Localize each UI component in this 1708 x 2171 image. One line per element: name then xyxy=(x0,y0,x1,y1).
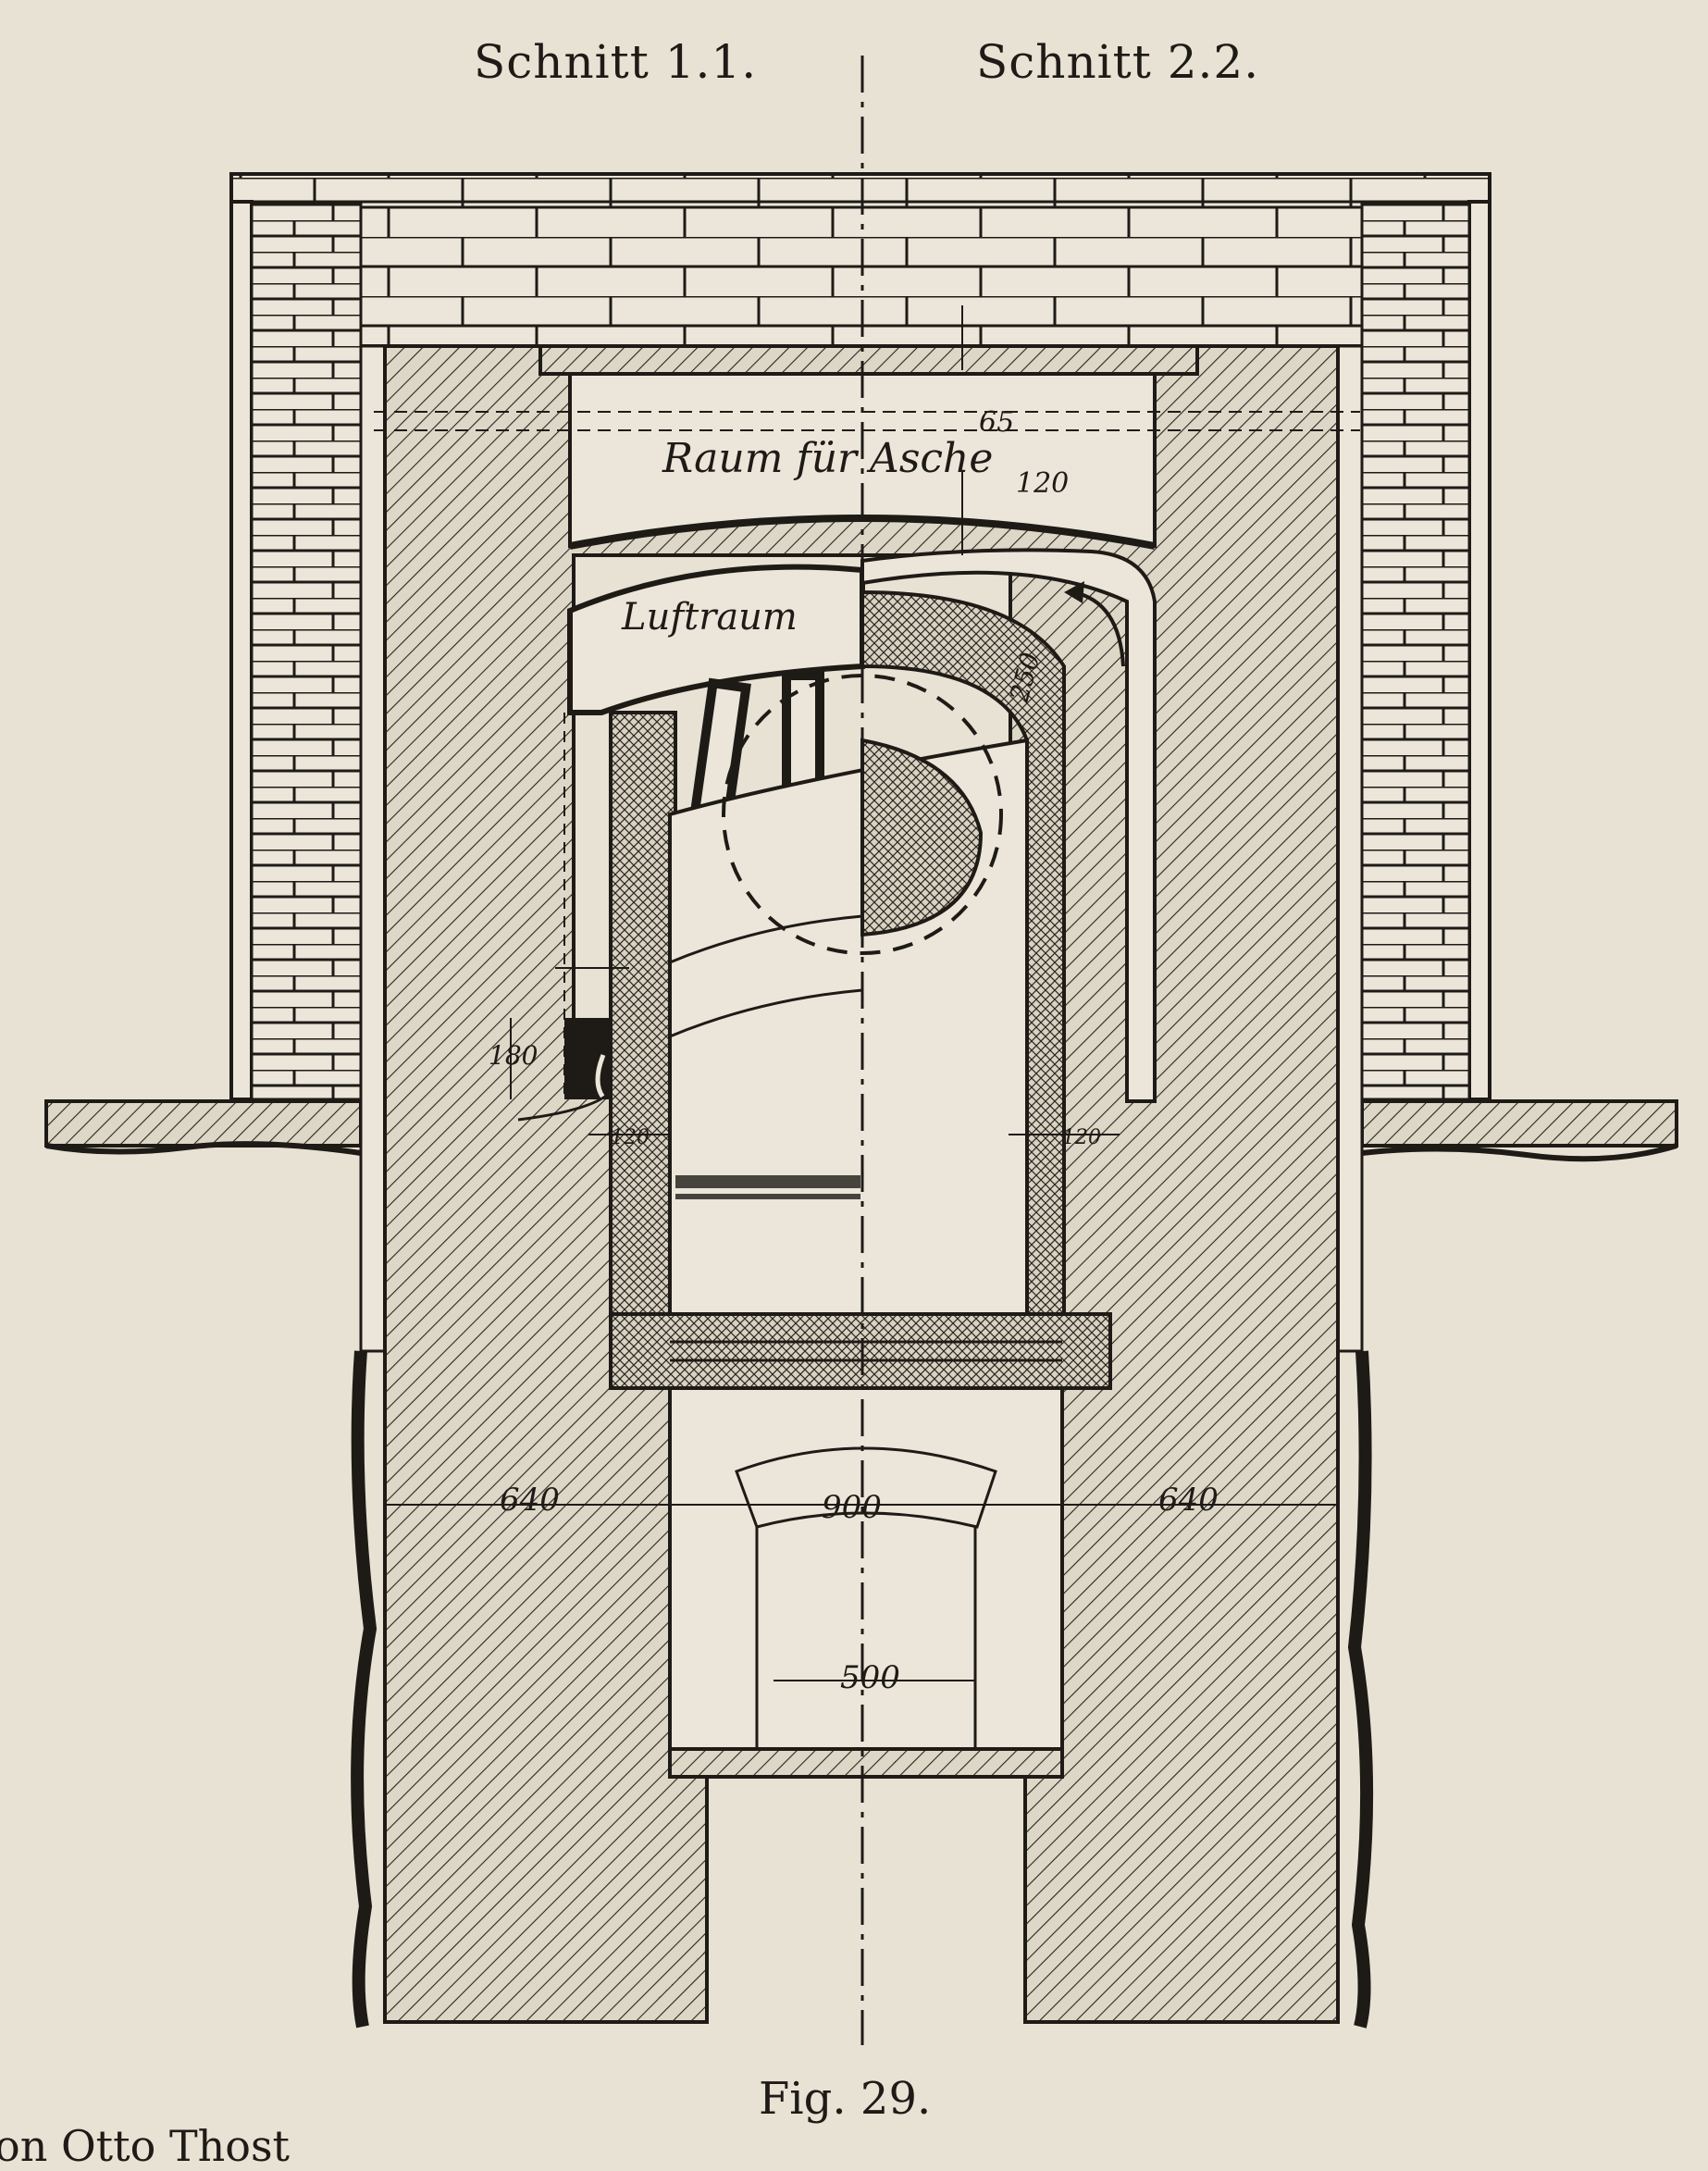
refractory-lining xyxy=(609,589,1112,1390)
fire-chamber xyxy=(668,674,1029,1316)
earth-edge-right xyxy=(1347,1350,1374,2028)
jacket-left xyxy=(359,344,387,1353)
dim-left-small: 120 xyxy=(611,1126,650,1149)
ash-space-label: Raum für Asche xyxy=(662,435,993,482)
ground-line xyxy=(44,1099,1678,1162)
section-heading-1-1: Schnitt 1.1. xyxy=(474,35,758,89)
section-heading-2-2: Schnitt 2.2. xyxy=(976,35,1260,89)
dimension-lines xyxy=(385,305,1338,1681)
brick-wall-left xyxy=(229,200,363,1101)
figure-caption: Fig. 29. xyxy=(759,2073,932,2125)
footer-text: on Otto Thost xyxy=(0,2121,291,2171)
jacket-right xyxy=(1336,344,1364,1353)
side-opening xyxy=(517,1018,613,1122)
dim-180: 180 xyxy=(489,1040,538,1071)
earth-edge-left xyxy=(351,1350,377,2028)
dim-right-small: 120 xyxy=(1062,1126,1101,1149)
dim-640-left: 640 xyxy=(500,1482,560,1519)
dim-640-right: 640 xyxy=(1158,1482,1219,1519)
brick-cover xyxy=(229,172,1491,348)
lower-shaft xyxy=(668,1340,1064,1779)
dim-900: 900 xyxy=(822,1489,882,1526)
dimension-labels: 65 120 250 180 120 120 640 900 640 500 xyxy=(489,406,1219,1696)
dim-500: 500 xyxy=(840,1659,900,1696)
dim-65: 65 xyxy=(979,406,1014,439)
air-space-label: Luftraum xyxy=(621,596,798,639)
brick-wall-right xyxy=(1360,200,1491,1101)
top-slab xyxy=(538,344,1199,376)
dim-120-top: 120 xyxy=(1016,467,1069,500)
feed-pipes xyxy=(688,671,824,831)
